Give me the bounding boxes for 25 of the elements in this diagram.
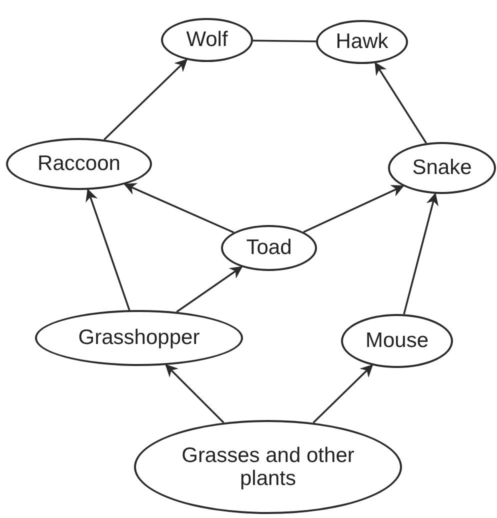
arrow <box>124 183 234 234</box>
ellipse-node <box>6 138 152 190</box>
arrow <box>303 185 404 233</box>
arrow <box>312 364 374 424</box>
arrow <box>86 188 130 310</box>
node-label: Snake <box>412 156 472 180</box>
ellipse-node <box>341 314 453 368</box>
node-label: Raccoon <box>38 152 120 176</box>
ellipse-node <box>35 310 243 366</box>
ellipse-node <box>134 420 402 514</box>
ellipse-node <box>316 20 408 64</box>
node-label: Toad <box>246 236 292 260</box>
arrow <box>104 58 188 140</box>
node-label: Hawk <box>336 30 388 54</box>
node-label: Wolf <box>186 28 228 52</box>
arrow <box>176 266 243 313</box>
arrow <box>165 364 224 424</box>
node-label: Grasshopper <box>78 326 200 350</box>
ellipse-node <box>388 142 496 194</box>
ellipse-node <box>161 18 253 62</box>
arrow <box>403 192 439 314</box>
node-label: Grasses and other plants <box>180 444 356 490</box>
arrow <box>374 62 427 144</box>
ellipse-node <box>221 225 317 271</box>
node-label: Mouse <box>365 329 429 353</box>
